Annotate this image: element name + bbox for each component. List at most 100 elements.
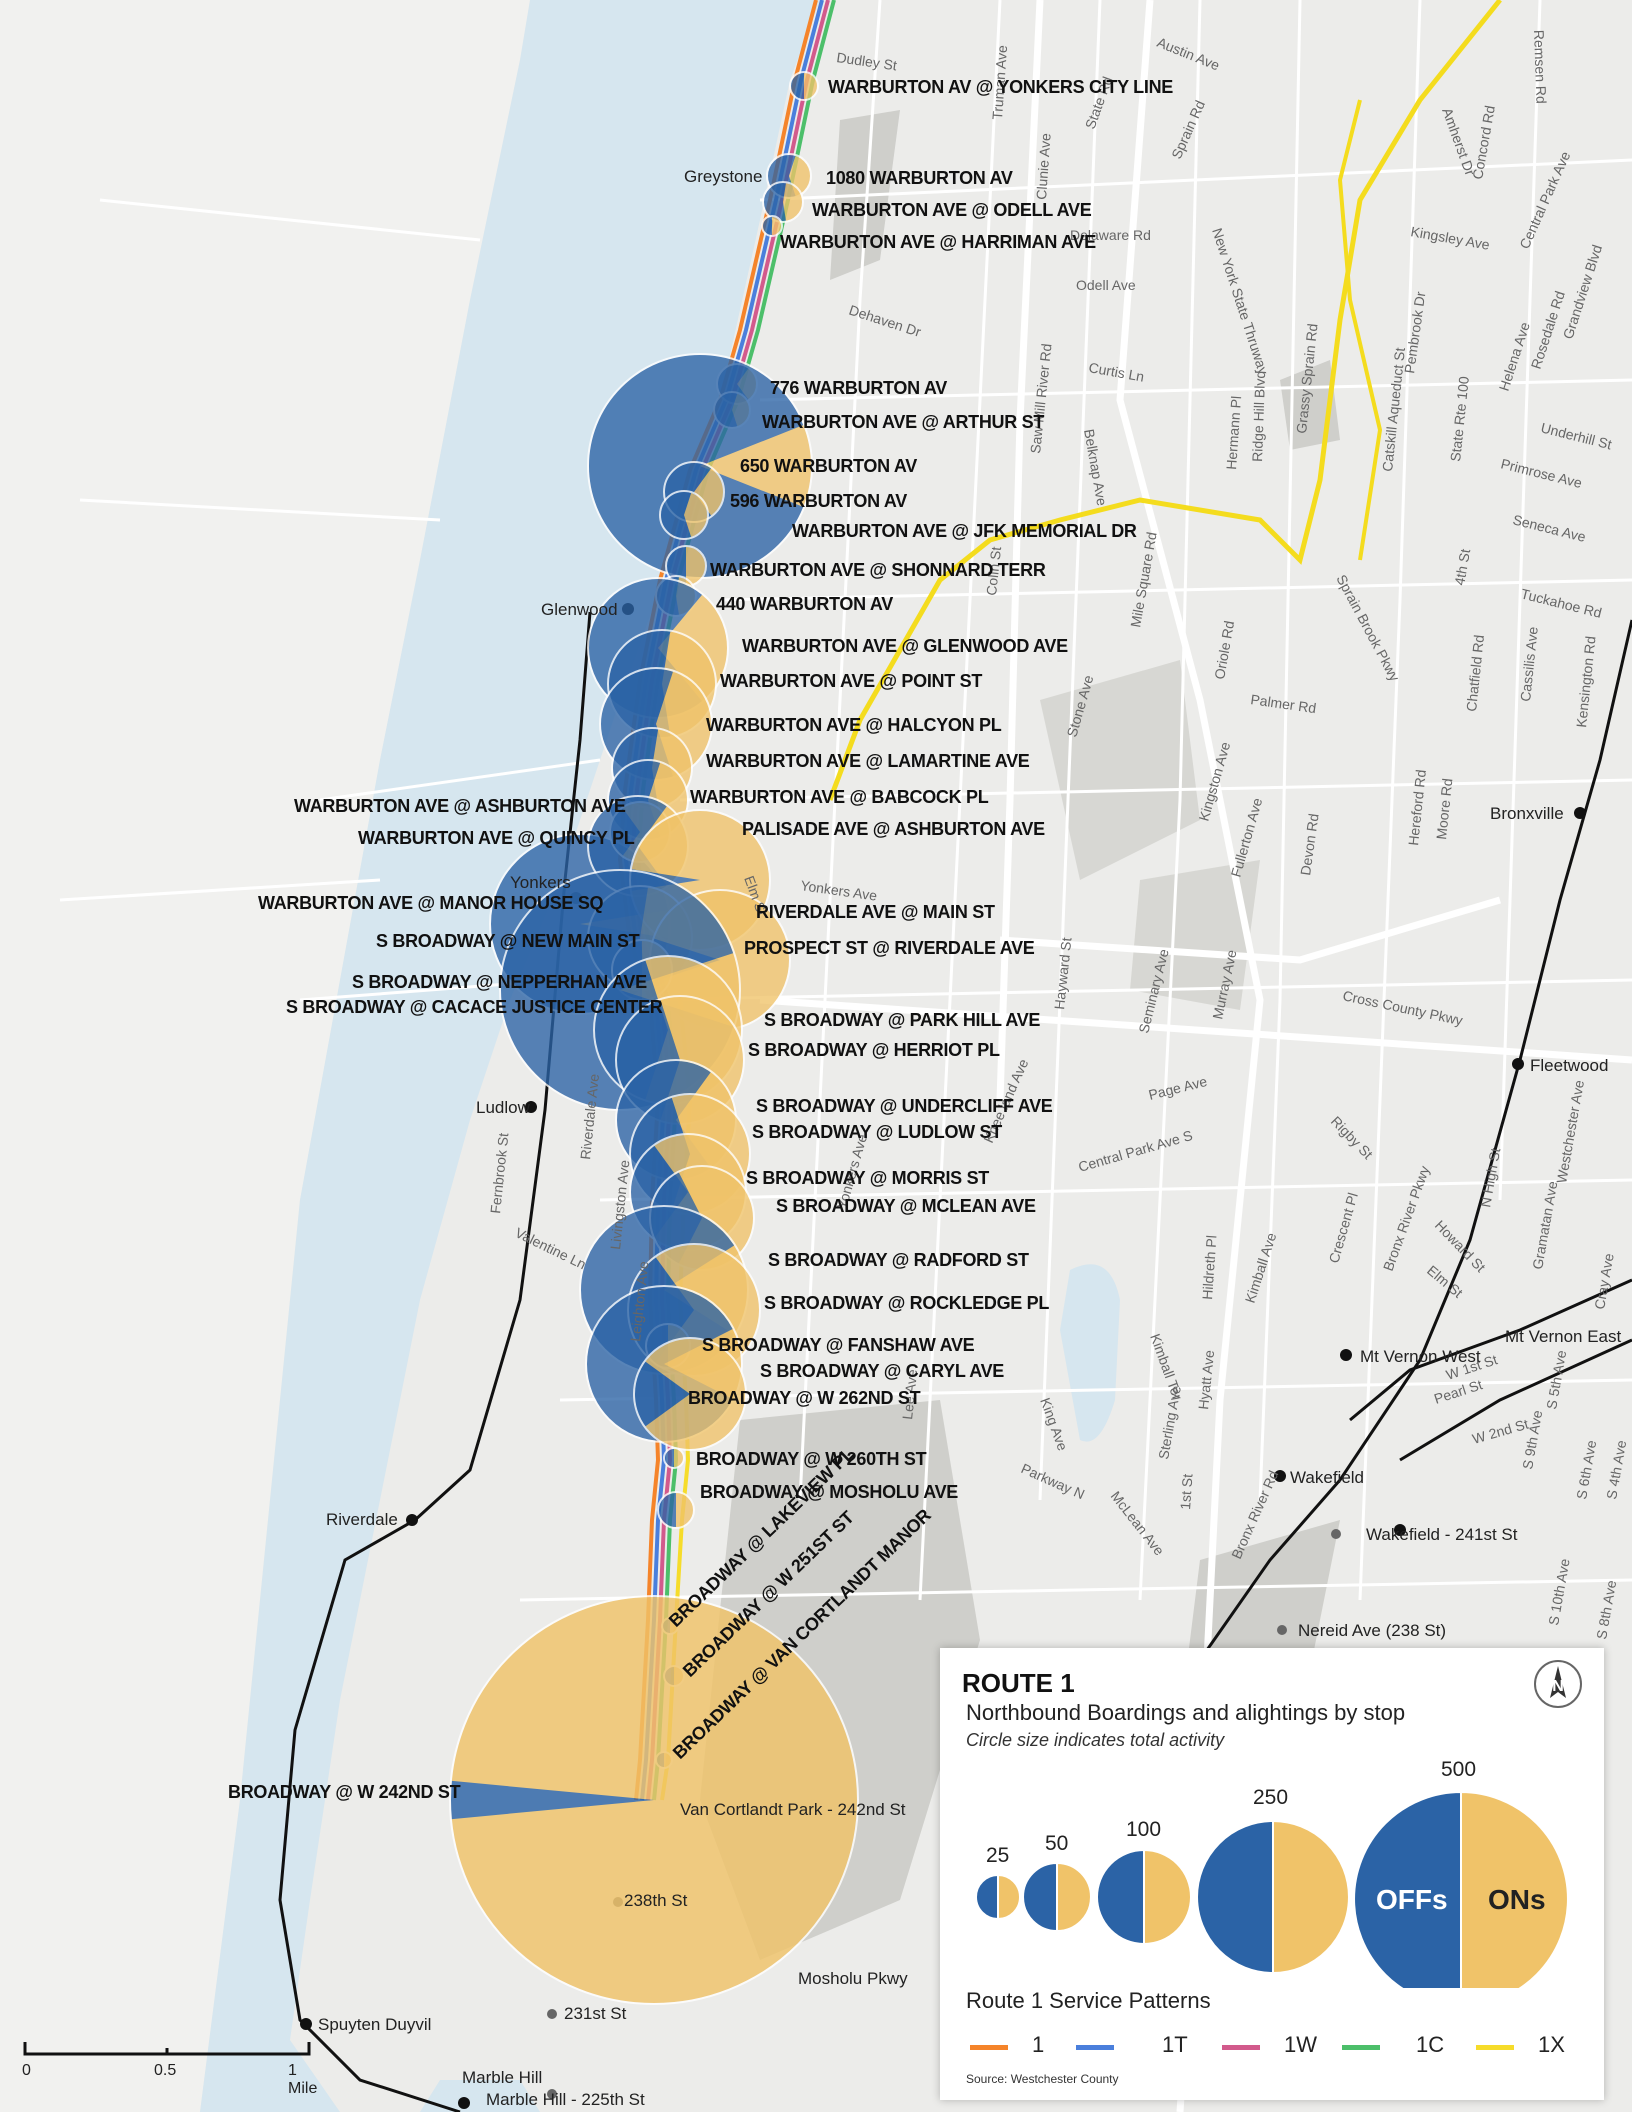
street-label: Odell Ave	[1076, 277, 1136, 293]
park-area	[1040, 660, 1200, 880]
stop-label: S BROADWAY @ HERRIOT PL	[748, 1040, 1000, 1060]
stop-ridership-circle	[789, 71, 819, 101]
sprain-parkway-branch	[1337, 99, 1383, 561]
circle-outline	[449, 1595, 859, 2005]
stop-label: BROADWAY @ MOSHOLU AVE	[700, 1482, 958, 1502]
offs-portion	[633, 1361, 690, 1427]
pattern-swatch-1w	[1222, 2045, 1260, 2050]
size-circle-100	[1096, 1848, 1192, 1946]
place-label: 238th St	[624, 1891, 688, 1910]
legend-title: ROUTE 1	[962, 1668, 1075, 1698]
street-label: Ridge Hill Blvd	[1249, 371, 1268, 463]
stop-label: WARBURTON AVE @ ARTHUR ST	[762, 412, 1044, 432]
street-label: Lee Ave	[899, 1368, 920, 1420]
lake	[1060, 1264, 1120, 1442]
offs-portion	[664, 1448, 674, 1468]
pattern-swatch-1x	[1476, 2045, 1514, 2050]
size-label-250: 250	[1253, 1786, 1289, 1809]
size-label-50: 50	[1045, 1832, 1069, 1855]
size-label-25: 25	[986, 1844, 1010, 1867]
place-label: Mosholu Pkwy	[798, 1969, 908, 1988]
stop-ridership-circle	[633, 1337, 747, 1451]
stop-label: S BROADWAY @ CARYL AVE	[760, 1361, 1004, 1381]
stop-label: WARBURTON AVE @ LAMARTINE AVE	[706, 751, 1030, 771]
size-circle-250	[1196, 1819, 1350, 1975]
circle-outline	[762, 181, 804, 223]
offs-portion	[660, 491, 692, 540]
place-label: Spuyten Duyvil	[318, 2015, 431, 2034]
north-arrow-icon: N	[1534, 1660, 1582, 1708]
stop-ridership-circle	[657, 1491, 695, 1529]
stop-label: WARBURTON AVE @ GLENWOOD AVE	[742, 636, 1068, 656]
place-label: Van Cortlandt Park - 242nd St	[680, 1800, 906, 1819]
pattern-label-1x: 1X	[1538, 2032, 1565, 2057]
size-label-500: 500	[1441, 1758, 1477, 1781]
stop-label: PROSPECT ST @ RIVERDALE AVE	[744, 938, 1035, 958]
scale-label-half: 0.5	[154, 2062, 177, 2079]
stop-ridership-circle	[449, 1595, 859, 2005]
stop-label: S BROADWAY @ NEW MAIN ST	[376, 931, 640, 951]
circle-outline	[761, 215, 783, 237]
place-label: 231st St	[564, 2004, 627, 2023]
street-label: Clunie Ave	[1033, 132, 1054, 200]
street-label: Hereford Rd	[1405, 769, 1429, 847]
stop-label: WARBURTON AVE @ POINT ST	[720, 671, 982, 691]
place-label: Greystone	[684, 167, 762, 186]
street-label: Delaware Rd	[1070, 227, 1151, 243]
pattern-label-1: 1	[1032, 2032, 1045, 2057]
scale-bar-line	[23, 2042, 311, 2056]
street-label: Remsen Rd	[1531, 30, 1550, 104]
park-area	[1130, 860, 1260, 1010]
stop-label: S BROADWAY @ ROCKLEDGE PL	[764, 1293, 1049, 1313]
stop-label: S BROADWAY @ NEPPERHAN AVE	[352, 972, 647, 992]
circle-outline	[633, 1337, 747, 1451]
svg-text:N: N	[1552, 1678, 1564, 1695]
size-circle-500	[1353, 1790, 1569, 1988]
street-label: Cassilis Ave	[1517, 626, 1541, 703]
scale-label-mile: 1 Mile	[288, 2062, 318, 2097]
stop-label: S BROADWAY @ UNDERCLIFF AVE	[756, 1096, 1053, 1116]
offs-label: OFFs	[1376, 1884, 1448, 1915]
place-label: Marble Hill	[462, 2068, 542, 2087]
pattern-label-1t: 1T	[1162, 2032, 1188, 2057]
street-label: Hyatt Ave	[1195, 1349, 1217, 1410]
stop-label: 650 WARBURTON AV	[740, 456, 917, 476]
legend-note: Circle size indicates total activity	[966, 1730, 1225, 1750]
legend-subtitle: Northbound Boardings and alightings by s…	[966, 1700, 1406, 1725]
ridership-circles	[449, 71, 859, 2005]
place-labels: Greystone Glenwood Yonkers Ludlow Riverd…	[318, 167, 1622, 2109]
street-label: Hildreth Pl	[1199, 1235, 1219, 1301]
pattern-swatch-1t	[1076, 2045, 1114, 2050]
stop-ridership-circle	[761, 215, 783, 237]
offs-portion	[790, 72, 804, 100]
stop-ridership-circle	[663, 1447, 685, 1469]
street-label: Hayward St	[1051, 937, 1074, 1011]
stop-label: S BROADWAY @ LUDLOW ST	[752, 1122, 1002, 1142]
place-label: Ludlow	[476, 1098, 531, 1117]
place-label: Marble Hill - 225th St	[486, 2090, 645, 2109]
place-label: Bronxville	[1490, 804, 1564, 823]
stop-label: WARBURTON AVE @ SHONNARD TERR	[710, 560, 1046, 580]
patterns-title: Route 1 Service Patterns	[966, 1988, 1211, 2013]
street-label: Moore Rd	[1433, 778, 1455, 841]
stop-label: 1080 WARBURTON AV	[826, 168, 1013, 188]
pattern-label-1w: 1W	[1284, 2032, 1317, 2057]
stop-label: WARBURTON AVE @ QUINCY PL	[358, 828, 635, 848]
place-label: Yonkers	[510, 873, 571, 892]
offs-portion	[450, 1780, 654, 1820]
stop-label: BROADWAY @ W 260TH ST	[696, 1449, 927, 1469]
legend-panel: ROUTE 1 Northbound Boardings and alighti…	[940, 1648, 1604, 2100]
stop-label: RIVERDALE AVE @ MAIN ST	[756, 902, 995, 922]
place-label: Wakefield	[1290, 1468, 1364, 1487]
street-label: Hermann Pl	[1223, 395, 1244, 470]
stop-label: 596 WARBURTON AV	[730, 491, 907, 511]
stop-label: S BROADWAY @ PARK HILL AVE	[764, 1010, 1040, 1030]
circle-outline	[657, 1491, 695, 1529]
stop-label: WARBURTON AVE @ JFK MEMORIAL DR	[792, 521, 1137, 541]
west-shore	[0, 0, 530, 2112]
stop-label: WARBURTON AVE @ ODELL AVE	[812, 200, 1092, 220]
size-circle-50	[1022, 1861, 1092, 1933]
street-label: Colin St	[983, 546, 1004, 597]
stop-label: WARBURTON AV @ YONKERS CITY LINE	[828, 77, 1173, 97]
